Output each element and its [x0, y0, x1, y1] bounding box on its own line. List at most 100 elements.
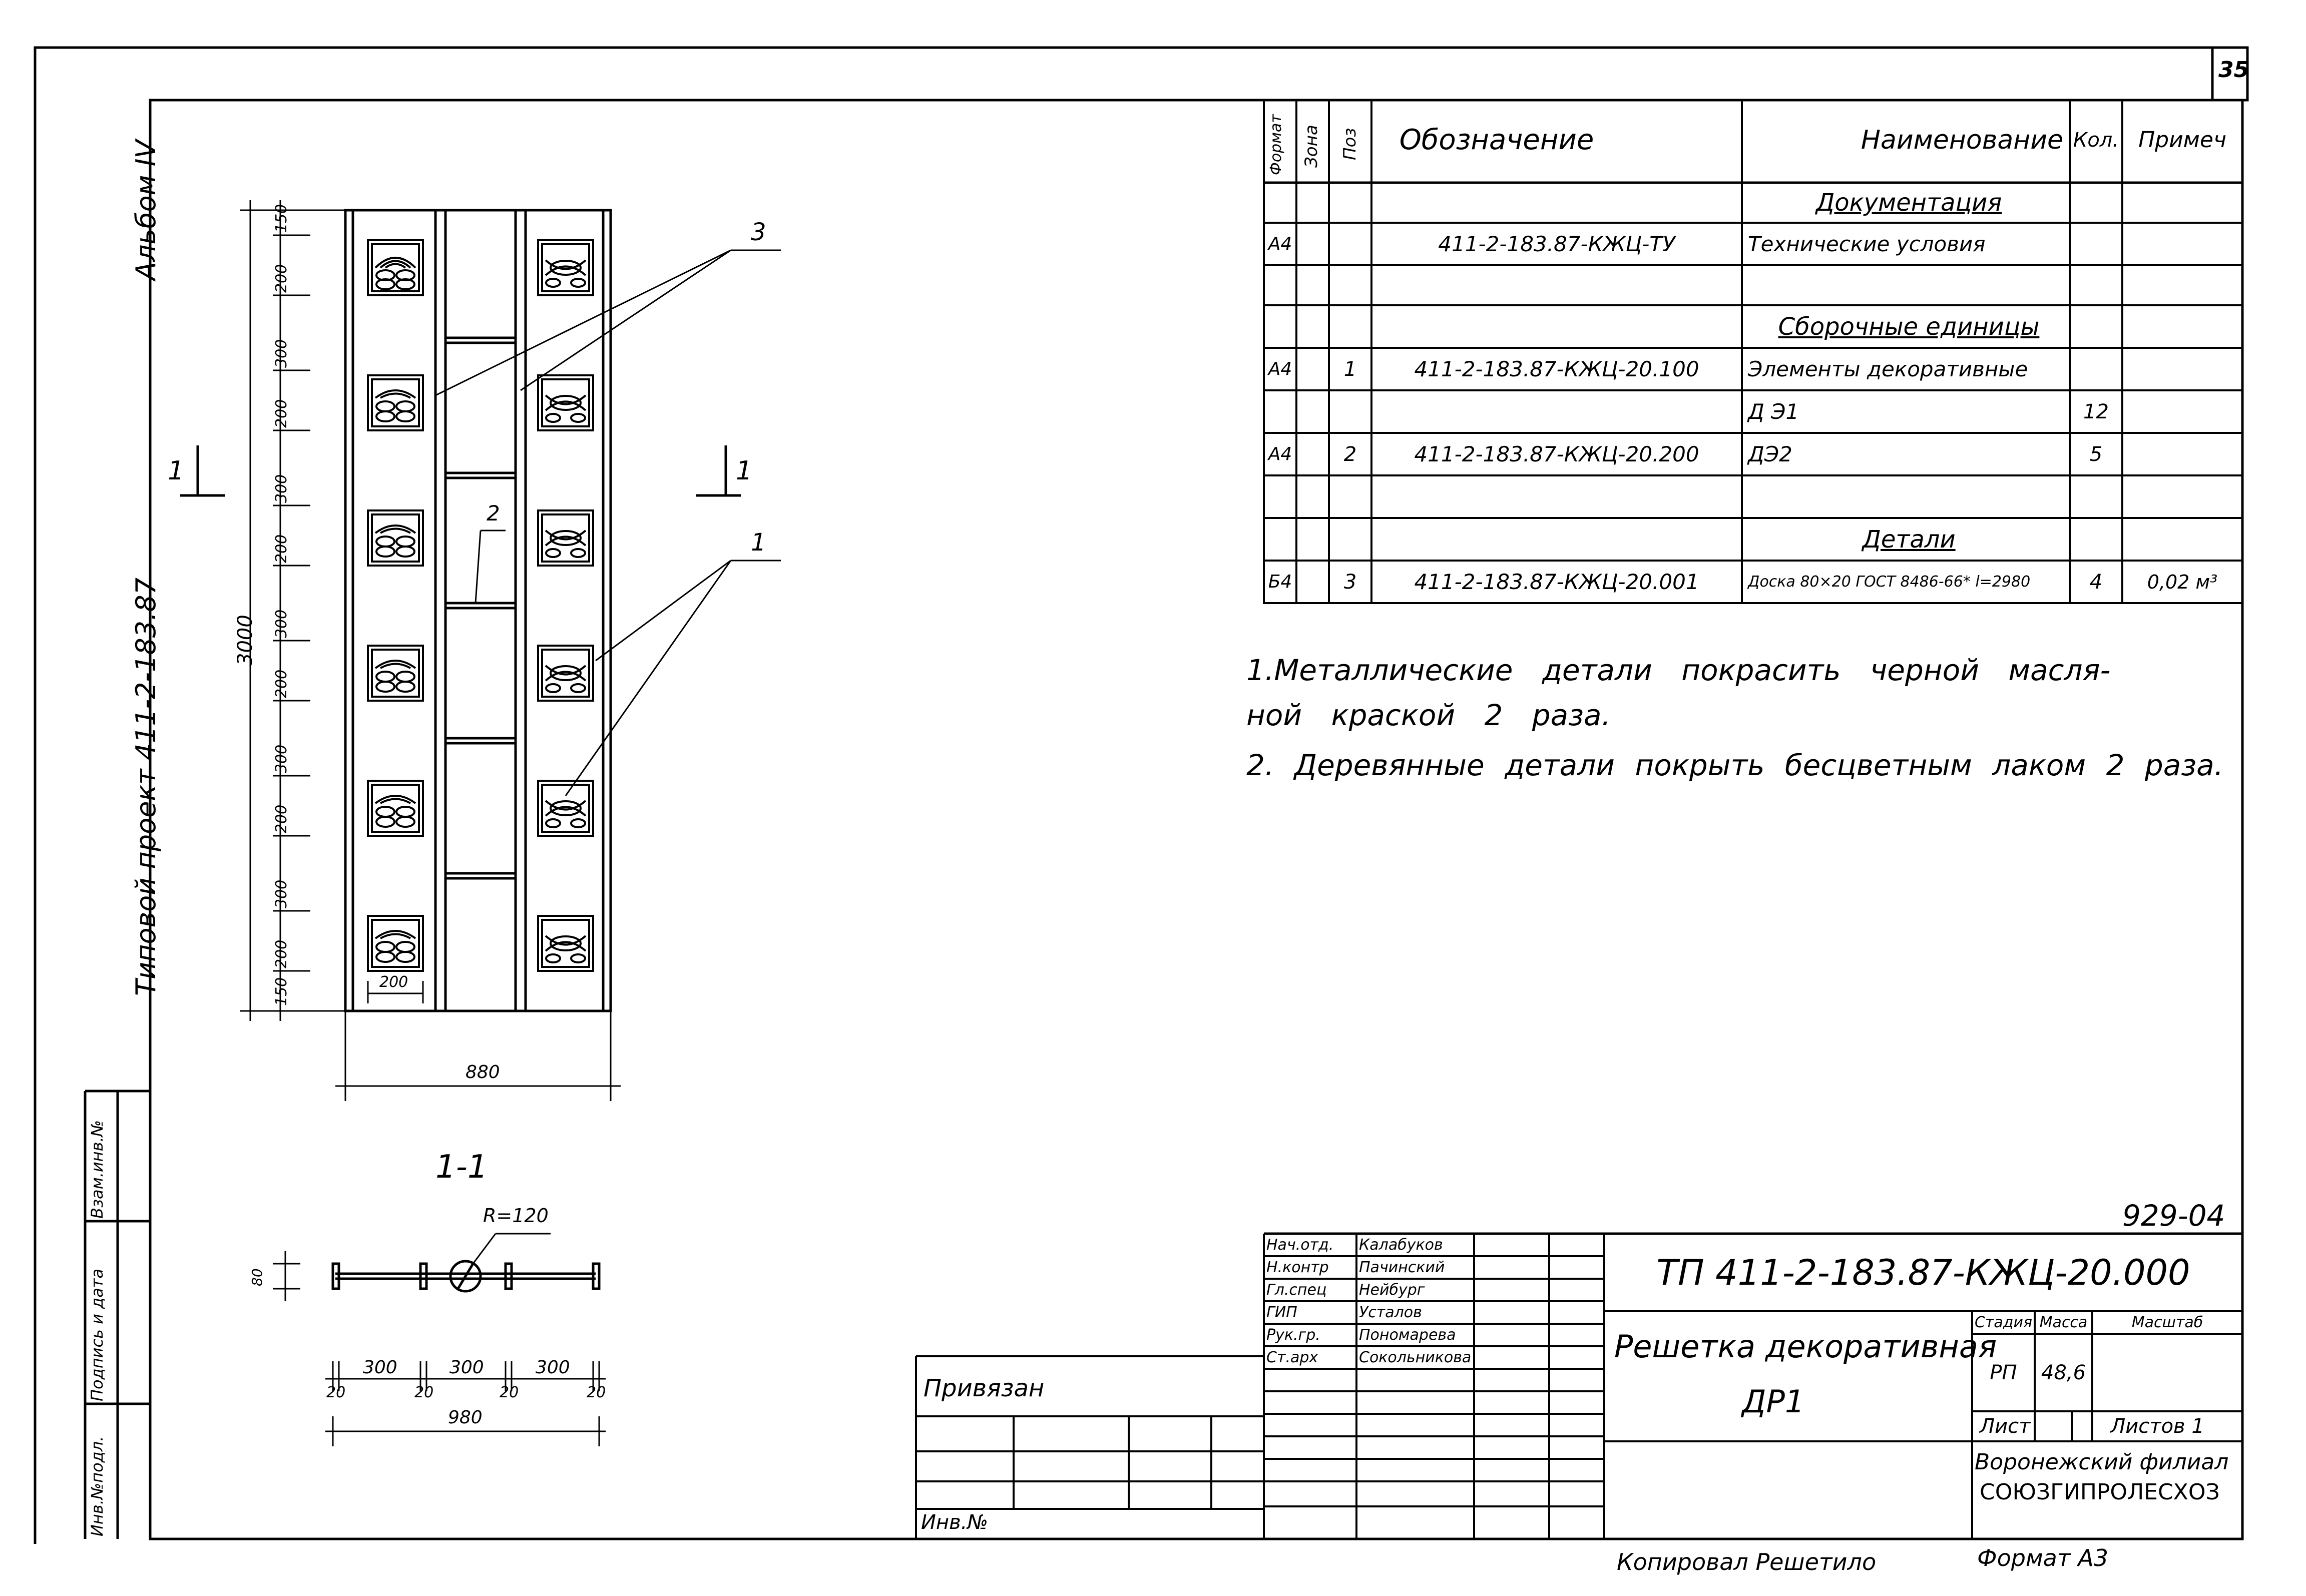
copied-label: Копировал Решетило: [1617, 1548, 1877, 1575]
spec-cell-qty: [2070, 518, 2122, 561]
spec-cell-designation: [1371, 265, 1742, 305]
title-designation: ТП 411-2-183.87-КЖЦ-20.000: [1656, 1252, 2190, 1293]
spec-cell-name: ДЭ2: [1748, 441, 1792, 466]
header-designation: Обозначение: [1399, 124, 1594, 156]
note-line-1: 1.Металлические детали покрасить черной …: [1246, 653, 2111, 687]
header-zone: Зона: [1301, 125, 1321, 168]
spec-cell-pos: 3: [1343, 570, 1357, 594]
sheet-number: 35: [2218, 57, 2249, 83]
signature-name: Калабуков: [1359, 1236, 1443, 1254]
spec-cell-format: [1264, 475, 1296, 518]
section-dim-300-c: 300: [536, 1357, 570, 1378]
signature-name: Пономарева: [1359, 1326, 1456, 1344]
org-line-2: СОЮЗГИПРОЛЕСХОЗ: [1980, 1479, 2220, 1505]
spec-cell-note: [2122, 475, 2242, 518]
spec-cell-designation: [1371, 390, 1742, 433]
vertical-dim-label: 300: [273, 744, 290, 773]
sheets-label: Листов 1: [2110, 1415, 2204, 1438]
note-line-2: ной краской 2 раза.: [1246, 698, 1611, 732]
note-line-3: 2. Деревянные детали покрыть бесцветным …: [1246, 748, 2224, 782]
spec-cell-designation: [1371, 518, 1742, 561]
header-name: Наименование: [1861, 125, 2063, 155]
spec-cell-qty: [2070, 183, 2122, 223]
spec-cell-designation: 411-2-183.87-КЖЦ-20.100: [1414, 356, 1699, 381]
spec-cell-qty: [2070, 265, 2122, 305]
spec-cell-format: [1264, 305, 1296, 348]
section-mark-right: 1: [736, 456, 753, 486]
spec-cell-pos: [1329, 390, 1371, 433]
spec-cell-pos: [1329, 265, 1371, 305]
spec-cell-pos: [1329, 305, 1371, 348]
spec-cell-note: [2122, 223, 2242, 265]
signature-role: Ст.арх: [1266, 1348, 1318, 1366]
header-format: Формат: [1267, 114, 1285, 175]
spec-cell-format: [1264, 265, 1296, 305]
spec-cell-pos: [1329, 183, 1371, 223]
stamp-inv-podl: Инв.№подл.: [88, 1436, 107, 1536]
spec-cell-name: Доска 80×20 ГОСТ 8486-66* l=2980: [1748, 573, 2031, 591]
sheet-label: Лист: [1980, 1415, 2031, 1438]
vertical-dim-label: 200: [273, 939, 290, 968]
signature-name: Сокольникова: [1359, 1348, 1472, 1366]
signature-role: Рук.гр.: [1266, 1326, 1320, 1344]
spec-cell-format: [1264, 183, 1296, 223]
signature-name: Усталов: [1359, 1303, 1422, 1321]
vertical-dim-label: 200: [273, 804, 290, 833]
spec-cell-designation: 411-2-183.87-КЖЦ-ТУ: [1438, 231, 1675, 256]
spec-cell-qty: 12: [2083, 400, 2109, 423]
spec-cell-format: А4: [1268, 358, 1292, 379]
mass-value: 48,6: [2041, 1361, 2086, 1384]
vertical-dim-label: 200: [273, 669, 290, 698]
project-label: Типовой проект 411-2-183.87: [130, 578, 162, 996]
spec-cell-designation: [1371, 305, 1742, 348]
spec-cell-format: А4: [1268, 443, 1292, 464]
vertical-dim-label: 300: [273, 879, 290, 908]
spec-cell-format: [1264, 390, 1296, 433]
vertical-dim-label: 150: [273, 977, 290, 1006]
title-line-2: ДР1: [1742, 1383, 1805, 1420]
spec-cell-pos: 1: [1343, 357, 1357, 381]
section-dim-20-d: 20: [587, 1384, 606, 1401]
vertical-dim-label: 150: [273, 204, 290, 233]
spec-cell-format: А4: [1268, 233, 1292, 254]
callout-2: 2: [487, 501, 500, 525]
spec-cell-pos: [1329, 223, 1371, 265]
spec-cell-pos: [1329, 475, 1371, 518]
spec-cell-name: Детали: [1862, 525, 1956, 554]
section-mark-left: 1: [168, 456, 185, 486]
spec-cell-name: [1748, 265, 2070, 305]
spec-cell-note: [2122, 305, 2242, 348]
spec-cell-note: [2122, 433, 2242, 475]
spec-cell-name: Документация: [1815, 189, 2002, 217]
section-dim-300-a: 300: [363, 1357, 397, 1378]
spec-cell-name: Элементы декоративные: [1748, 356, 2028, 381]
spec-cell-name: Д Э1: [1748, 399, 1799, 424]
dim-total-height: 3000: [234, 615, 257, 666]
stage-value: РП: [1990, 1361, 2017, 1384]
stamp-podpis-data: Подпись и дата: [88, 1268, 107, 1401]
spec-cell-format: [1264, 518, 1296, 561]
spec-cell-designation: 411-2-183.87-КЖЦ-20.200: [1414, 441, 1699, 466]
header-note: Примеч: [2138, 127, 2226, 153]
privyazan-label: Привязан: [924, 1374, 1045, 1402]
section-dim-total: 980: [448, 1407, 483, 1428]
section-title: 1-1: [435, 1149, 488, 1186]
section-dim-20-b: 20: [414, 1384, 434, 1401]
header-pos: Поз: [1340, 128, 1360, 160]
section-dim-20-c: 20: [500, 1384, 519, 1401]
spec-cell-note: [2122, 265, 2242, 305]
spec-cell-designation: [1371, 183, 1742, 223]
spec-cell-pos: 2: [1343, 442, 1357, 466]
spec-cell-note: [2122, 183, 2242, 223]
spec-cell-pos: [1329, 518, 1371, 561]
spec-cell-designation: 411-2-183.87-КЖЦ-20.001: [1414, 569, 1699, 594]
header-qty: Кол.: [2073, 129, 2119, 152]
signature-role: ГИП: [1266, 1303, 1297, 1321]
album-label: Альбом IV: [130, 140, 162, 280]
signature-name: Нейбург: [1359, 1281, 1425, 1299]
vertical-dim-label: 200: [273, 264, 290, 293]
title-code-top: 929-04: [2122, 1199, 2225, 1233]
signature-name: Пачинский: [1359, 1258, 1445, 1276]
spec-cell-qty: [2070, 223, 2122, 265]
